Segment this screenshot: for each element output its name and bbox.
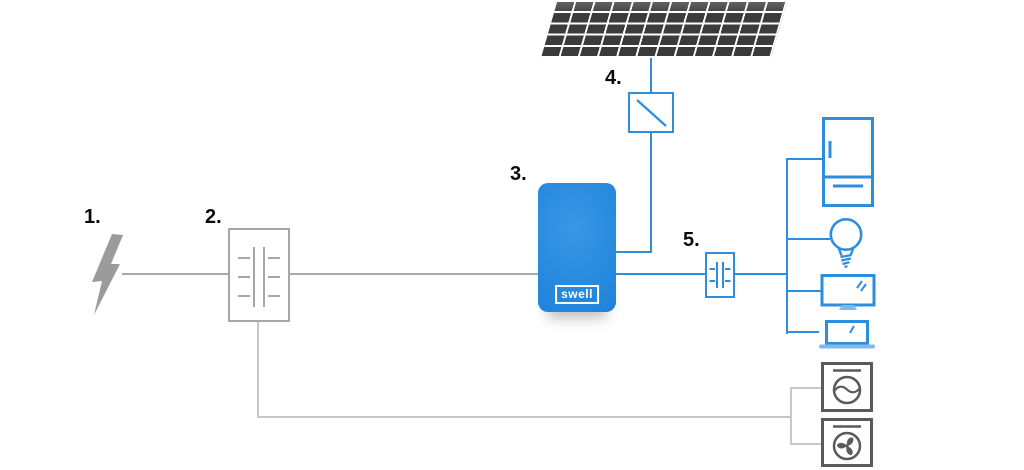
label-inverter: 4. [605,67,622,89]
line-inverter-down [650,129,652,253]
solar-inverter-box [628,92,674,133]
fan-icon [821,418,873,467]
sub-meter-icon [709,262,731,288]
utility-meter-box [228,228,290,322]
refrigerator-icon [822,117,874,207]
laptop-icon [819,320,875,349]
line-to-bulb [788,238,830,240]
line-distribution-vertical [786,158,788,334]
line-inverter-to-battery [616,251,652,253]
label-battery: 3. [510,163,527,185]
grid-power-icon [92,234,123,315]
label-meter: 2. [205,206,222,228]
line-battery-to-submeter [616,273,705,275]
swell-battery: swell [538,183,616,312]
line-meter-down [257,322,259,418]
tv-icon [820,274,876,310]
solar-panel-icon [541,2,788,58]
sub-meter-box [705,252,735,298]
line-to-fan [792,443,822,445]
line-meter-to-battery [290,273,538,275]
label-grid: 1. [84,206,101,228]
lightbulb-icon [829,218,863,269]
washing-machine-icon [821,362,873,412]
line-to-tv [788,290,822,292]
solar-inverter-icon [636,99,667,127]
line-submeter-to-distribution [735,273,788,275]
line-to-laptop [788,331,819,333]
line-loads-branch-vertical [790,387,792,445]
line-grid-to-meter [122,273,228,275]
utility-meter-icon [238,247,280,307]
label-submeter: 5. [683,229,700,251]
line-panel-to-inverter [650,57,652,92]
line-to-washer [792,387,822,389]
swell-logo: swell [555,285,599,304]
line-bottom-path [257,416,792,418]
line-to-fridge [788,158,822,160]
